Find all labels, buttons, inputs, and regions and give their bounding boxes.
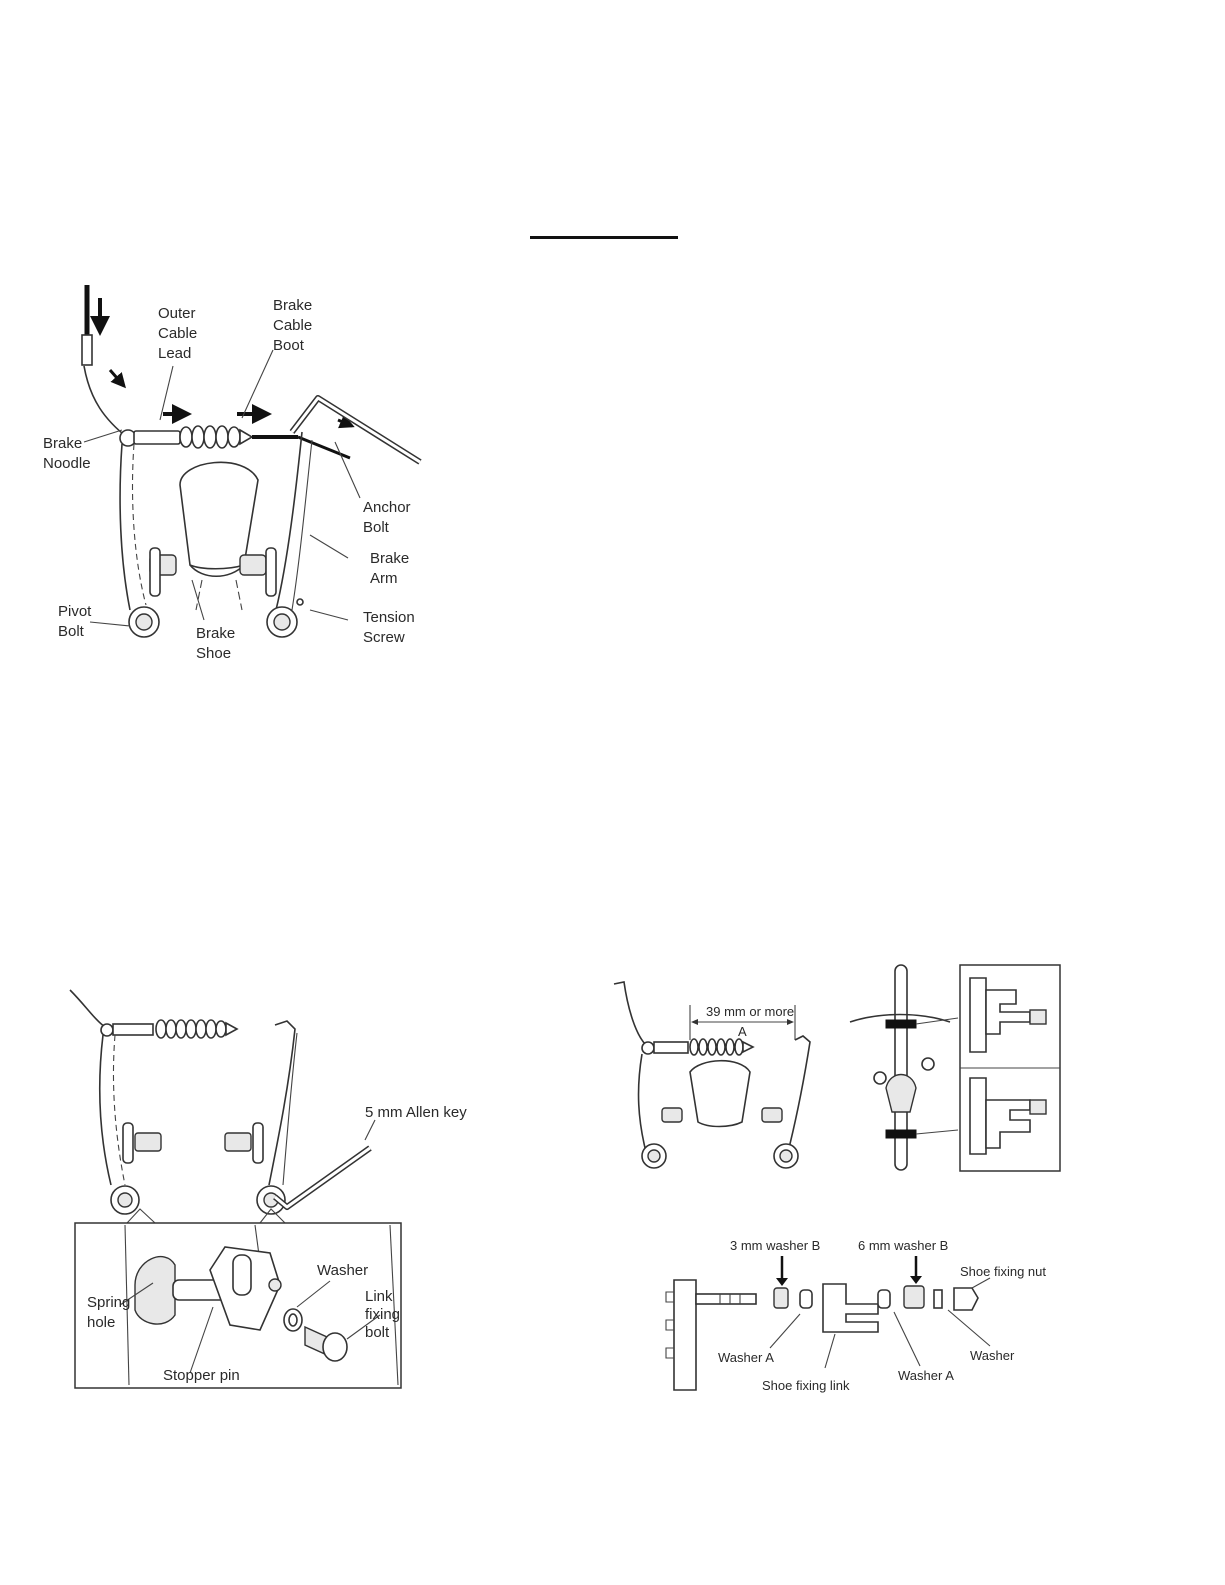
diagonal-arrow-icon xyxy=(110,370,124,386)
label-anchor-bolt-1: Anchor xyxy=(363,499,411,516)
label-pivot-bolt-2: Bolt xyxy=(58,623,85,640)
label-anchor-bolt-2: Bolt xyxy=(363,519,390,536)
label-outer-cable-lead-3: Lead xyxy=(158,345,191,362)
title-underline xyxy=(530,236,678,239)
figure-arm-installation: 5 mm Allen key Spring hole Stopper pin W… xyxy=(65,985,505,1395)
label-brake-shoe-2: Shoe xyxy=(196,645,231,662)
label-brake-noodle-1: Brake xyxy=(43,435,82,452)
shoe-fixing-nut-shape xyxy=(954,1288,978,1310)
label-washer-b-6mm: 6 mm washer B xyxy=(858,1238,948,1253)
washer-a-left-shape xyxy=(800,1290,812,1308)
washer-shape xyxy=(934,1290,942,1308)
threaded-stud-shape xyxy=(696,1294,756,1304)
tension-screw-dot xyxy=(297,599,303,605)
label-stopper-pin: Stopper pin xyxy=(163,1367,240,1384)
brake-shoe-right xyxy=(240,555,266,575)
frame-boss-shape xyxy=(135,1257,175,1324)
label-washer-a-left: Washer A xyxy=(718,1350,774,1365)
label-clearance: 39 mm or more xyxy=(706,1004,794,1019)
tire-shape xyxy=(690,1061,750,1127)
shoe-fixing-link-shape xyxy=(823,1284,878,1332)
label-shoe-fixing-nut: Shoe fixing nut xyxy=(960,1264,1046,1279)
brake-cable-boot-shape xyxy=(180,426,252,448)
label-spring-hole-2: hole xyxy=(87,1314,115,1331)
label-tension-screw-2: Screw xyxy=(363,629,405,646)
label-link-fixing-bolt-2: fixing xyxy=(365,1306,400,1323)
label-outer-cable-lead-1: Outer xyxy=(158,305,196,322)
label-brake-cable-boot-2: Cable xyxy=(273,317,312,334)
shoe-bracket-top xyxy=(986,990,1030,1034)
label-washer-b-3mm: 3 mm washer B xyxy=(730,1238,820,1253)
brake-noodle-shape xyxy=(84,366,128,438)
shoe-bracket-bottom xyxy=(986,1100,1030,1148)
figure-shoe-exploded: 3 mm washer B 6 mm washer B Shoe fixing … xyxy=(660,1230,1080,1405)
tire-shape xyxy=(180,462,258,568)
label-clearance-letter: A xyxy=(738,1024,747,1039)
wheel-top-view-shape xyxy=(895,965,907,1170)
label-washer: Washer xyxy=(317,1262,368,1279)
washer-b-6mm-shape xyxy=(904,1286,924,1308)
label-shoe-fixing-link: Shoe fixing link xyxy=(762,1378,850,1393)
label-brake-arm-1: Brake xyxy=(370,550,409,567)
washer-b-3mm-shape xyxy=(774,1288,788,1308)
label-tension-screw-1: Tension xyxy=(363,609,415,626)
label-link-fixing-bolt-3: bolt xyxy=(365,1324,390,1341)
label-brake-cable-boot-3: Boot xyxy=(273,337,305,354)
figure-v-brake-overview: Outer Cable Lead Brake Cable Boot Brake … xyxy=(30,280,430,670)
label-washer-a-right: Washer A xyxy=(898,1368,954,1383)
brake-cable-boot-shape xyxy=(156,1020,237,1038)
label-brake-noodle-2: Noodle xyxy=(43,455,91,472)
label-outer-cable-lead-2: Cable xyxy=(158,325,197,342)
brake-pad-shape xyxy=(674,1280,696,1390)
label-link-fixing-bolt-1: Link xyxy=(365,1288,393,1305)
label-pivot-bolt-1: Pivot xyxy=(58,603,92,620)
label-spring-hole-1: Spring xyxy=(87,1294,130,1311)
label-brake-shoe-1: Brake xyxy=(196,625,235,642)
figure-clearance-and-shoe-alignment: 39 mm or more A xyxy=(590,960,1065,1175)
label-washer: Washer xyxy=(970,1348,1015,1363)
label-brake-cable-boot-1: Brake xyxy=(273,297,312,314)
label-brake-arm-2: Arm xyxy=(370,570,398,587)
washer-a-right-shape xyxy=(878,1290,890,1308)
brake-cable-boot-shape xyxy=(690,1039,753,1055)
label-allen-key: 5 mm Allen key xyxy=(365,1104,467,1121)
